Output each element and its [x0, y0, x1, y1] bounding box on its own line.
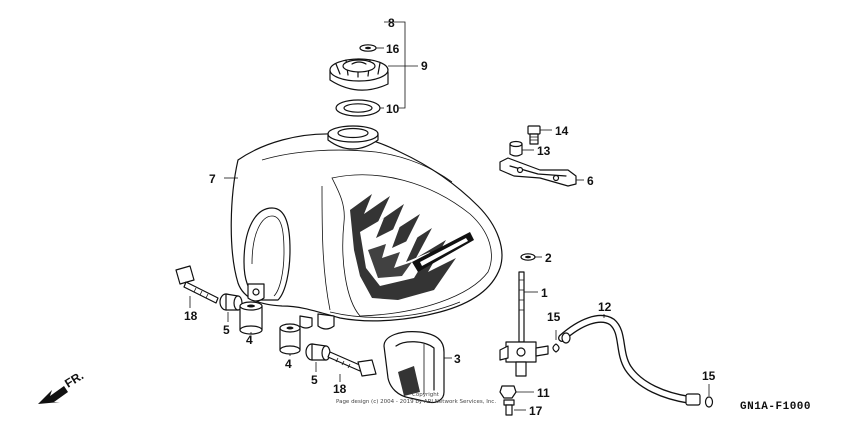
callout-5-lower: 5 — [311, 373, 318, 387]
mount-collar-part-upper[interactable] — [219, 293, 243, 311]
callout-4-lower: 4 — [285, 357, 292, 371]
fuel-tank-part[interactable] — [230, 125, 503, 330]
callout-15-upper: 15 — [547, 310, 561, 324]
front-arrow-icon — [38, 386, 68, 404]
callout-17: 17 — [529, 404, 543, 418]
hose-clip-part-upper[interactable] — [552, 343, 560, 353]
callout-6: 6 — [587, 174, 594, 188]
bracket-bolt-part[interactable] — [527, 125, 541, 145]
callout-14: 14 — [555, 124, 569, 138]
mount-collar-part-lower[interactable] — [305, 343, 331, 361]
callout-18-lower: 18 — [333, 382, 347, 396]
callout-16: 16 — [386, 42, 400, 56]
hose-clip-part-lower[interactable] — [704, 396, 714, 408]
callout-18-upper: 18 — [184, 309, 198, 323]
callout-9: 9 — [421, 59, 428, 73]
valve-screw-part[interactable] — [503, 399, 515, 416]
clip-part[interactable] — [359, 44, 377, 52]
callout-7: 7 — [209, 172, 216, 186]
callout-8: 8 — [388, 16, 395, 30]
tank-protector-part[interactable] — [383, 331, 445, 404]
mount-bolt-part-upper[interactable] — [175, 265, 219, 304]
tank-bracket-part[interactable] — [499, 157, 577, 187]
leader-lines — [189, 21, 710, 411]
callout-5-upper: 5 — [223, 323, 230, 337]
diagram-code: GN1A-F1000 — [740, 401, 811, 413]
callout-1: 1 — [541, 286, 548, 300]
bracket-collar-part[interactable] — [509, 140, 523, 157]
callout-11: 11 — [537, 386, 550, 400]
valve-nut-part[interactable] — [499, 385, 517, 399]
front-label: FR. — [62, 368, 86, 390]
breather-tube-part[interactable] — [237, 7, 387, 127]
mount-cushion-part-upper[interactable] — [239, 301, 263, 335]
callout-15-lower: 15 — [702, 369, 716, 383]
callout-13: 13 — [537, 144, 551, 158]
fuel-valve-part[interactable] — [499, 271, 549, 377]
cap-gasket-part[interactable] — [335, 99, 381, 117]
fuel-hose-part[interactable] — [558, 314, 701, 406]
callout-12: 12 — [598, 300, 612, 314]
callout-10: 10 — [386, 102, 400, 116]
o-ring-part[interactable] — [520, 253, 536, 261]
callout-2: 2 — [545, 251, 552, 265]
callout-labels: 8 16 9 10 7 6 14 13 2 1 3 18 5 4 4 5 18 … — [184, 16, 716, 418]
mount-cushion-part-lower[interactable] — [279, 323, 301, 355]
callout-3: 3 — [454, 352, 461, 366]
fuel-cap-part[interactable] — [329, 58, 389, 91]
front-direction-indicator: FR. — [38, 368, 86, 404]
copyright-line-2: Page design (c) 2004 - 2019 by ARI Netwo… — [336, 399, 496, 405]
copyright-line-1: Copyright — [412, 392, 440, 398]
callout-4-upper: 4 — [246, 333, 253, 347]
mount-bolt-part-lower[interactable] — [327, 351, 377, 377]
